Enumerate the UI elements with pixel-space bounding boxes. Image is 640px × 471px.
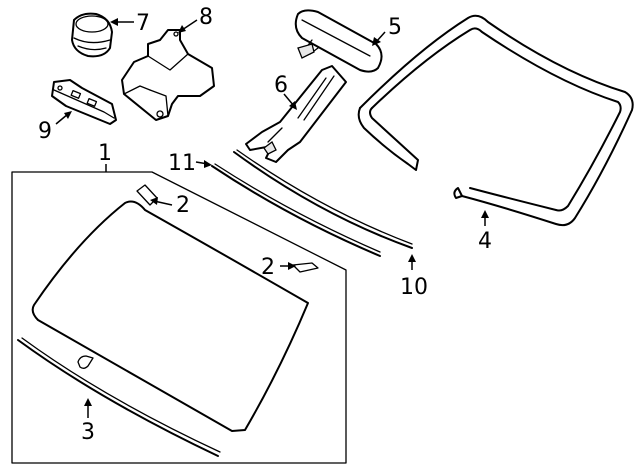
callout-1: 1 <box>98 141 112 166</box>
callout-11: 11 <box>168 151 196 176</box>
leader-8 <box>181 19 198 31</box>
callout-5: 5 <box>388 15 402 40</box>
molding-clip-lower[interactable] <box>292 262 319 273</box>
rear-view-mirror[interactable] <box>294 9 383 73</box>
upper-molding-strip-10[interactable] <box>233 149 413 249</box>
callout-2-lower: 2 <box>261 255 275 280</box>
lower-molding-strip[interactable] <box>17 337 221 457</box>
sensor-bracket[interactable] <box>245 65 347 163</box>
callout-10: 10 <box>400 275 428 300</box>
upper-molding-strip-11[interactable] <box>211 163 381 257</box>
callout-3: 3 <box>81 420 95 445</box>
windshield-assembly-group-box <box>11 171 347 464</box>
callout-6: 6 <box>274 73 288 98</box>
glass-clip-bracket <box>77 355 94 369</box>
callout-8: 8 <box>199 5 213 30</box>
windshield-seal[interactable] <box>357 14 634 227</box>
callout-9: 9 <box>38 119 52 144</box>
callout-4: 4 <box>478 229 492 254</box>
callout-7: 7 <box>136 11 150 36</box>
mounting-bracket[interactable] <box>51 79 117 125</box>
rain-sensor[interactable] <box>71 12 113 58</box>
callout-2-upper: 2 <box>176 193 190 218</box>
camera-mount-bracket[interactable] <box>121 29 215 121</box>
windshield-glass[interactable] <box>31 200 309 432</box>
